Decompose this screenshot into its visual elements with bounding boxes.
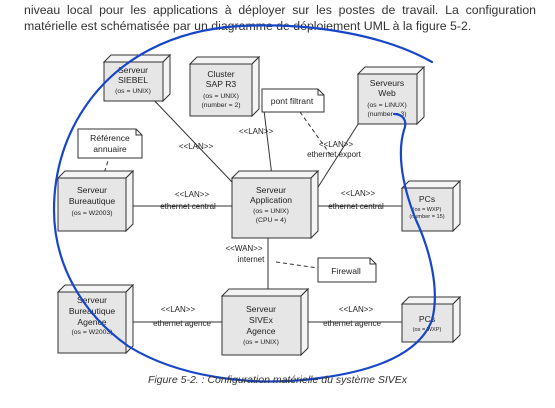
bureautique-agence-title-1: Serveur: [77, 295, 107, 305]
anchor-filtrant: [299, 111, 331, 155]
annuaire-line-1: Référence: [90, 133, 130, 143]
label-lan-agence-right: <<LAN>>: [339, 305, 374, 314]
note-reference-annuaire: Référence annuaire: [77, 128, 143, 159]
anchor-firewall: [275, 261, 319, 269]
intro-line-1: niveau local pour les applications à dép…: [24, 3, 536, 17]
application-title-1: Serveur: [256, 185, 286, 195]
pcs-central-number: (number = 15): [409, 214, 444, 220]
label-internet: internet: [238, 255, 265, 264]
label-lan-siebel: <<LAN>>: [179, 142, 214, 151]
web-os: (os = LINUX): [367, 102, 406, 109]
firewall-label: Firewall: [331, 266, 361, 276]
web-number: (number = 3): [367, 111, 406, 118]
label-lan-pcs: <<LAN>>: [341, 189, 376, 198]
application-cpu: (CPU = 4): [256, 217, 286, 224]
node-serveur-siebel: Serveur SIEBEL (os = UNIX): [102, 53, 172, 103]
application-title-2: Application: [250, 195, 292, 205]
sivex-agence-title-1: Serveur: [246, 304, 276, 314]
label-ethernet-agence-right: ethernet agence: [323, 319, 381, 328]
sap-number: (number = 2): [201, 102, 240, 109]
sivex-agence-title-3: Agence: [246, 326, 275, 336]
web-title-2: Web: [378, 88, 396, 98]
label-lan-bureautique: <<LAN>>: [175, 190, 210, 199]
node-serveur-application: Serveur Application (os = UNIX) (CPU = 4…: [230, 169, 320, 240]
label-ethernet-central-right: ethernet central: [328, 202, 384, 211]
label-lan-web: <<LAN>>: [319, 140, 354, 149]
hand-drawn-scribble: [52, 24, 436, 383]
bureautique-agence-title-3: Agence: [77, 317, 106, 327]
node-serveurs-web: Serveurs Web (os = LINUX) (number = 3): [356, 65, 426, 126]
siebel-title-1: Serveur: [118, 65, 148, 75]
figure-caption: Figure 5-2. : Configuration matérielle d…: [147, 374, 408, 386]
link-siebel-application: [149, 95, 233, 183]
bureautique-title-1: Serveur: [77, 185, 107, 195]
node-pcs-central: PCs (os = WXP) (number = 15): [400, 179, 462, 233]
bureautique-agence-title-2: Bureautique: [69, 306, 116, 316]
note-pont-filtrant: pont filtrant: [261, 88, 325, 113]
link-labels: <<LAN>> <<LAN>> <<LAN>> ethernet export …: [153, 127, 384, 328]
node-cluster-sap: Cluster SAP R3 (os = UNIX) (number = 2): [188, 55, 261, 118]
annuaire-line-2: annuaire: [93, 144, 127, 154]
node-pcs-agence: PCs (os = WXP): [400, 295, 462, 344]
bureautique-os: (os = W2003): [72, 210, 113, 217]
label-wan: <<WAN>>: [225, 244, 262, 253]
sivex-agence-os: (os = UNIX): [243, 339, 279, 346]
pcs-central-title: PCs: [419, 194, 435, 204]
web-title-1: Serveurs: [370, 78, 404, 88]
label-lan-sap: <<LAN>>: [239, 127, 274, 136]
sap-os: (os = UNIX): [203, 93, 239, 100]
anchor-annuaire: [101, 147, 113, 181]
siebel-title-2: SIEBEL: [118, 75, 148, 85]
application-os: (os = UNIX): [253, 208, 289, 215]
bureautique-agence-os: (os = W2003): [72, 329, 113, 336]
filtrant-label: pont filtrant: [271, 96, 314, 106]
siebel-os: (os = UNIX): [115, 88, 151, 95]
note-firewall: Firewall: [317, 257, 377, 283]
node-serveur-bureautique: Serveur Bureautique (os = W2003): [56, 169, 135, 233]
label-lan-agence-left: <<LAN>>: [161, 305, 196, 314]
bureautique-title-2: Bureautique: [69, 196, 116, 206]
label-ethernet-agence-left: ethernet agence: [153, 319, 211, 328]
sap-title-2: SAP R3: [206, 79, 237, 89]
pcs-agence-title: PCs: [419, 314, 435, 324]
label-ethernet-central-left: ethernet central: [160, 202, 216, 211]
node-bureautique-agence: Serveur Bureautique Agence (os = W2003): [56, 283, 135, 355]
pcs-central-os: (os = WXP): [413, 207, 442, 213]
sivex-agence-title-2: SIVEx: [249, 315, 274, 325]
node-sivex-agence: Serveur SIVEx Agence (os = UNIX): [220, 287, 310, 357]
sap-title-1: Cluster: [207, 69, 234, 79]
label-ethernet-export: ethernet export: [307, 150, 362, 159]
